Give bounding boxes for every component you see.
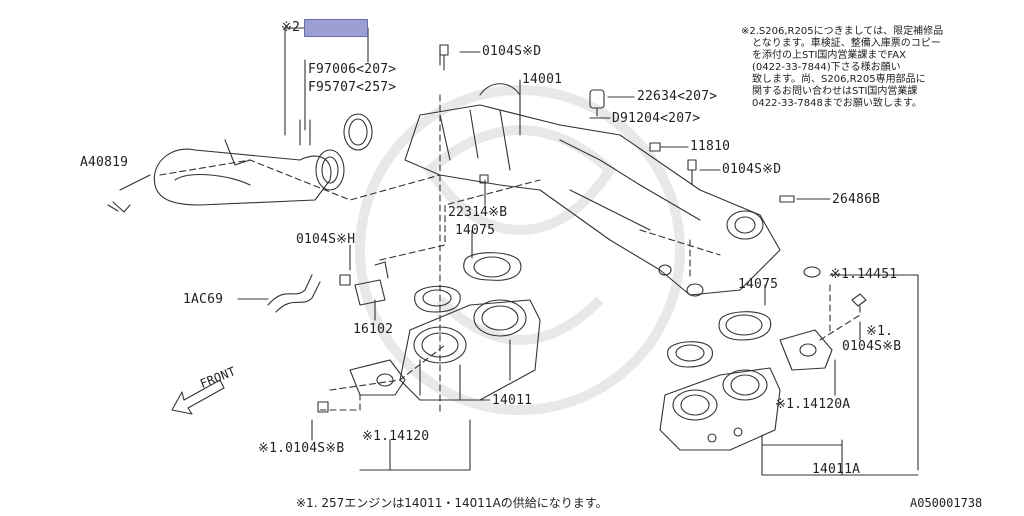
label-16102[interactable]: 16102 [353,322,394,337]
label-d91204[interactable]: D91204<207> [612,111,701,126]
label-a40819[interactable]: A40819 [80,155,129,170]
bolt-a40819 [107,201,131,213]
diagram-code: A050001738 [910,496,983,510]
label-bolt-b-right[interactable]: 0104S※B [842,339,902,354]
label-22314b[interactable]: 22314※B [448,205,508,220]
note-line: (0422-33-7844)下さる様お願い [752,62,901,73]
footnote: ※1. 257エンジンは14011・14011Aの供給になります。 [296,496,608,510]
label-bolt-h[interactable]: 0104S※H [296,232,356,247]
note-line: 致します。尚、S206,R205専用部品に [752,74,926,85]
actuator-14120 [349,359,406,396]
label-26486b[interactable]: 26486B [832,192,881,207]
note-line: ※2.S206,R205につきましては、限定補修品 [741,26,944,37]
sensor-22634 [589,89,605,117]
label-mark1-right: ※1. [866,324,894,339]
front-arrow-icon [171,379,225,415]
label-bolt-b-left[interactable]: ※1.0104S※B [258,441,345,456]
note-line: 関するお問い合わせはSTI国内営業課 [752,86,918,97]
intake-manifold [404,83,781,297]
sensor-16102 [354,261,389,306]
throttle-body-14011a [659,367,781,451]
gasket-14075-left [414,252,522,313]
label-14120[interactable]: ※1.14120 [362,429,430,444]
watermark-emblem [355,85,685,415]
label-14011a[interactable]: 14011A [812,462,861,477]
leader-lines [119,27,919,476]
label-22634[interactable]: 22634<207> [637,89,718,104]
label-14120a[interactable]: ※1.14120A [775,397,851,412]
label-14011[interactable]: 14011 [492,393,533,408]
plug-14451 [803,266,821,278]
throttle-body-14011 [399,299,541,401]
hose-1ac69 [267,274,321,313]
label-bolt-mid[interactable]: 0104S※D [722,162,782,177]
note-line: を添付の上STI国内営業課までFAX [752,50,906,61]
note-line: となります。車検証、整備入庫票のコピー [752,38,941,49]
supply-note-marker [304,19,368,37]
actuator-14120a [779,329,833,371]
bolts [317,44,867,413]
label-14451[interactable]: ※1.14451 [830,267,898,282]
label-14075-left[interactable]: 14075 [455,223,496,238]
intake-duct [153,119,345,206]
gasket-14075-right [667,311,772,368]
label-bolt-top[interactable]: 0104S※D [482,44,542,59]
hose-clamp [343,113,373,151]
label-14001[interactable]: 14001 [522,72,563,87]
label-note-mark-2[interactable]: ※2 [281,20,301,35]
label-11810[interactable]: 11810 [690,139,731,154]
label-f97006[interactable]: F97006<207> [308,62,397,77]
note-line: 0422-33-7848までお願い致します。 [752,98,922,109]
label-1ac69[interactable]: 1AC69 [183,292,224,307]
label-f95707[interactable]: F95707<257> [308,80,397,95]
label-14075-right[interactable]: 14075 [738,277,779,292]
